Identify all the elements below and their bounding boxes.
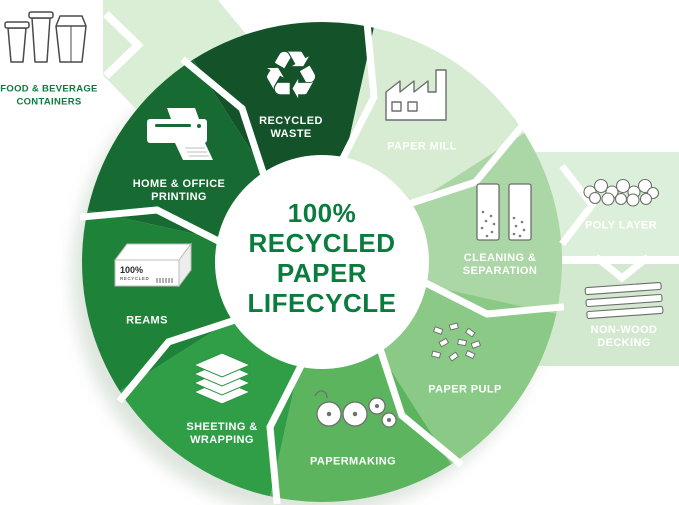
- ream-package-icon: 100% RECYCLED: [114, 242, 192, 288]
- flow-arrow-icon: [116, 315, 241, 404]
- stage-label-line: WASTE: [270, 128, 312, 140]
- separation-cylinders-icon: [476, 183, 532, 241]
- stage-label-line: HOME & OFFICE: [132, 178, 226, 190]
- input-source-label: FOOD & BEVERAGE CONTAINERS: [0, 84, 97, 109]
- stage-label-paper-pulp: PAPER PULP: [428, 384, 501, 397]
- stage-label-line: CLEANING &: [463, 252, 537, 264]
- stage-label-line: WRAPPING: [190, 434, 254, 446]
- stage-label-line: REAMS: [126, 314, 168, 327]
- sheet-stack-icon: [192, 352, 252, 405]
- stage-label-sheeting-wrapping: SHEETING & WRAPPING: [186, 421, 257, 447]
- diagram-title: 100% RECYCLED PAPER LIFECYCLE: [248, 198, 397, 318]
- center-circle: [215, 155, 429, 369]
- stage-label-cleaning-separation: CLEANING & SEPARATION: [463, 252, 538, 278]
- flow-arrow-icon: [266, 358, 307, 505]
- segment-home-office-printing: [87, 59, 265, 240]
- flow-arrow-icon: [375, 343, 464, 468]
- recycle-icon: ♻: [261, 38, 320, 112]
- stage-label-paper-mill: PAPER MILL: [387, 141, 457, 154]
- stage-label-recycled-waste: RECYCLED WASTE: [259, 115, 323, 141]
- printer-icon: [147, 108, 213, 160]
- stage-label-line: PAPERMAKING: [309, 455, 397, 468]
- stage-label-line: RECYCLED: [259, 115, 323, 127]
- title-line: RECYCLED: [248, 228, 396, 258]
- poly-layer-arrow-icon: [559, 163, 597, 247]
- decking-planks-icon: [584, 281, 664, 320]
- poly-layer-icon: [583, 178, 660, 207]
- ream-label-bottom: RECYCLED: [120, 276, 149, 281]
- stage-label-line: SEPARATION: [462, 265, 538, 277]
- byproduct-label-line: POLY LAYER: [584, 219, 658, 232]
- flow-arrow-icon: [337, 19, 378, 166]
- svg-text:♻: ♻: [261, 38, 320, 112]
- pulp-flakes-icon: [431, 322, 482, 362]
- stage-label-line: PAPER PULP: [428, 383, 502, 396]
- byproduct-label-line: NON-WOOD: [590, 324, 658, 336]
- title-line: 100%: [287, 198, 357, 228]
- food-containers-icon: [4, 11, 87, 63]
- byproduct-label-line: DECKING: [597, 337, 651, 349]
- title-line: LIFECYCLE: [247, 288, 397, 318]
- segment-papermaking: [270, 351, 451, 502]
- ream-label-top: 100%: [120, 265, 143, 275]
- byproduct-label-poly-layer: POLY LAYER: [585, 220, 657, 233]
- flow-arrow-icon: [180, 56, 269, 181]
- factory-icon: [385, 69, 447, 121]
- stage-label-line: SHEETING &: [186, 421, 258, 433]
- input-label-line: CONTAINERS: [16, 96, 82, 107]
- segment-paper-pulp: [379, 284, 557, 465]
- flow-arrow-icon: [79, 206, 226, 247]
- flow-arrow-icon: [403, 120, 528, 209]
- stage-label-home-office-printing: HOME & OFFICE PRINTING: [133, 178, 226, 204]
- non-wood-arrow-icon: [593, 254, 651, 283]
- title-line: PAPER: [276, 258, 368, 288]
- input-arrow-icon: [103, 11, 144, 79]
- paper-machine-icon: [314, 390, 397, 428]
- stage-label-papermaking: PAPERMAKING: [310, 456, 396, 469]
- byproduct-label-non-wood-decking: NON-WOOD DECKING: [591, 324, 658, 350]
- stage-label-line: PRINTING: [151, 191, 207, 203]
- flow-arrow-icon: [418, 277, 565, 318]
- stage-label-reams: REAMS: [126, 315, 168, 328]
- stage-label-line: PAPER MILL: [387, 140, 457, 153]
- segment-sheeting-wrapping: [119, 319, 300, 497]
- segment-recycled-waste: [193, 22, 374, 173]
- input-label-line: FOOD & BEVERAGE: [0, 83, 98, 95]
